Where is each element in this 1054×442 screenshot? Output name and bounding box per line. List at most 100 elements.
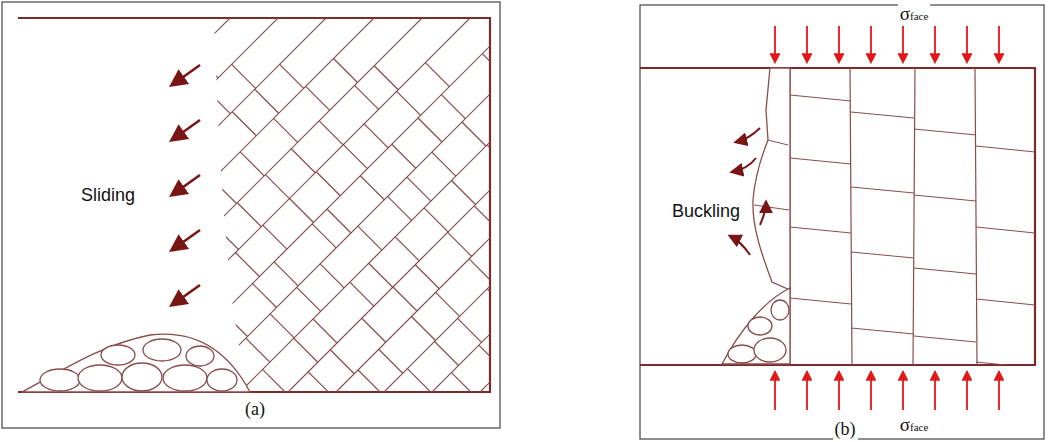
stroke-line bbox=[838, 26, 840, 62]
stroke-line bbox=[108, 92, 132, 116]
stroke-line bbox=[681, 143, 705, 167]
stroke-line bbox=[634, 286, 658, 310]
opening-outline bbox=[18, 18, 490, 392]
stroke-line bbox=[181, 259, 205, 283]
panel-caption: (a) bbox=[243, 400, 267, 420]
stroke-line bbox=[312, 224, 336, 248]
mode-label: Sliding bbox=[79, 186, 137, 206]
stroke-line bbox=[0, 0, 392, 400]
stroke-line bbox=[263, 225, 287, 249]
stroke-line bbox=[0, 0, 200, 400]
stroke-line bbox=[626, 150, 650, 174]
stroke-line bbox=[235, 253, 259, 277]
stroke-line bbox=[280, 0, 680, 400]
slab-joint bbox=[768, 140, 788, 145]
stroke-line bbox=[838, 372, 840, 410]
stroke-line bbox=[265, 175, 289, 199]
stroke-line bbox=[432, 152, 456, 176]
stroke-line bbox=[462, 122, 486, 146]
stroke-line bbox=[82, 118, 106, 142]
panel-frame bbox=[2, 2, 500, 428]
stroke-line bbox=[571, 349, 595, 373]
stroke-line bbox=[153, 287, 177, 311]
stroke-line bbox=[333, 59, 357, 83]
rubble-pile bbox=[722, 288, 790, 364]
stroke-line bbox=[289, 199, 313, 223]
stroke-line bbox=[379, 349, 403, 373]
stroke-line bbox=[252, 284, 276, 308]
stroke-line bbox=[596, 180, 620, 204]
stroke-line bbox=[914, 268, 976, 274]
stroke-line bbox=[81, 311, 105, 335]
stroke-line bbox=[614, 114, 638, 138]
stroke-line bbox=[136, 208, 160, 232]
stroke-line bbox=[656, 168, 680, 192]
stroke-line bbox=[547, 373, 571, 397]
stroke-line bbox=[914, 129, 976, 135]
stroke-line bbox=[539, 141, 563, 165]
stroke-line bbox=[914, 195, 976, 201]
stroke-line bbox=[418, 118, 442, 142]
stroke-line bbox=[274, 262, 298, 286]
stroke-line bbox=[407, 177, 431, 201]
stroke-line bbox=[934, 372, 936, 410]
stroke-line bbox=[806, 372, 808, 410]
stroke-line bbox=[487, 145, 511, 169]
stroke-line bbox=[584, 288, 608, 312]
stroke-line bbox=[451, 373, 475, 397]
panel-frame bbox=[640, 5, 1044, 439]
stroke-line bbox=[673, 55, 697, 79]
stroke-line bbox=[902, 372, 904, 410]
stroke-line bbox=[124, 124, 148, 148]
stroke-line bbox=[0, 309, 11, 333]
stroke-line bbox=[851, 252, 914, 258]
stroke-line bbox=[388, 196, 412, 220]
stroke-line bbox=[503, 177, 527, 201]
stroke-line bbox=[61, 283, 85, 307]
stroke-line bbox=[56, 144, 80, 168]
stroke-line bbox=[498, 86, 522, 110]
stroke-line bbox=[214, 226, 238, 250]
stroke-line bbox=[424, 208, 448, 232]
stroke-line bbox=[851, 112, 914, 118]
stroke-line bbox=[0, 208, 16, 232]
stroke-line bbox=[548, 84, 572, 108]
stroke-line bbox=[802, 118, 826, 142]
slab-joint bbox=[754, 205, 789, 210]
stroke-line bbox=[582, 146, 606, 170]
stroke-line bbox=[280, 64, 304, 88]
stroke-line bbox=[165, 83, 189, 107]
stroke-line bbox=[566, 258, 590, 282]
stroke-line bbox=[458, 318, 482, 342]
stroke-line bbox=[998, 372, 1000, 410]
stroke-line bbox=[47, 201, 71, 225]
stroke-line bbox=[40, 0, 440, 400]
stroke-line bbox=[189, 203, 213, 227]
stroke-line bbox=[487, 289, 511, 313]
stroke-line bbox=[320, 264, 344, 288]
sliding-arrows bbox=[172, 65, 200, 305]
stroke-line bbox=[511, 265, 535, 289]
stroke-line bbox=[704, 168, 728, 192]
stroke-line bbox=[330, 350, 354, 374]
stroke-line bbox=[790, 298, 851, 304]
stroke-line bbox=[656, 120, 680, 144]
stroke-line bbox=[535, 337, 559, 361]
stroke-line bbox=[562, 310, 586, 334]
stroke-line bbox=[472, 0, 872, 400]
stroke-line bbox=[306, 86, 330, 110]
stroke-line bbox=[327, 209, 351, 233]
stroke-line bbox=[308, 372, 332, 396]
stroke-line bbox=[0, 256, 16, 280]
rubble-pile bbox=[22, 334, 250, 392]
stroke-line bbox=[976, 227, 1035, 233]
stroke-line bbox=[448, 232, 472, 256]
stroke-line bbox=[519, 209, 543, 233]
stroke-line bbox=[255, 89, 279, 113]
stroke-line bbox=[13, 235, 37, 259]
stroke-line bbox=[520, 112, 544, 136]
stroke-line bbox=[395, 237, 419, 261]
stroke-line bbox=[374, 66, 398, 90]
stroke-line bbox=[613, 259, 637, 283]
